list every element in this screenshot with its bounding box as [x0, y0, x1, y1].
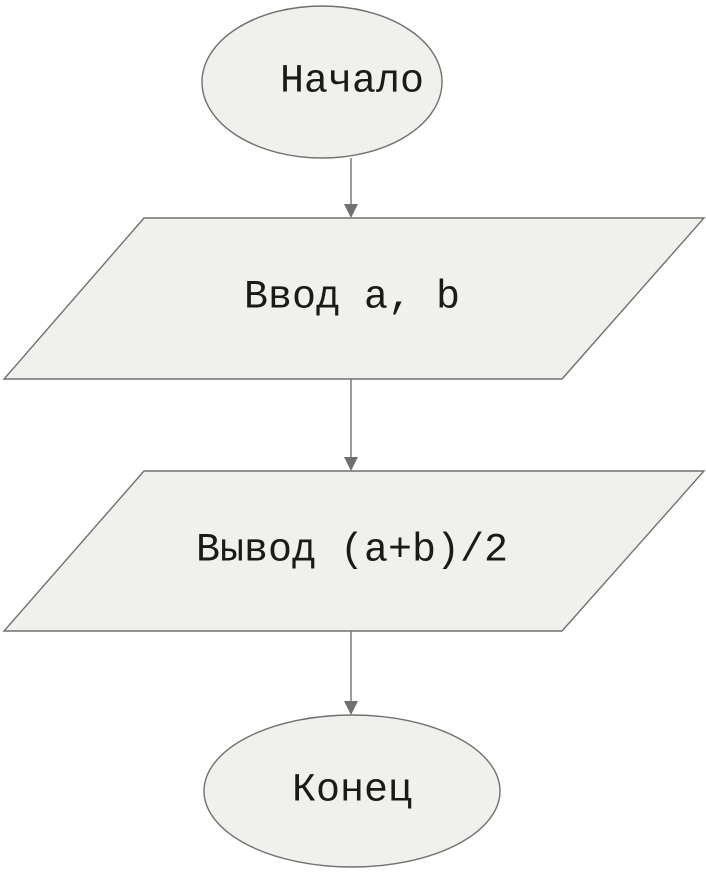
start-terminal [201, 5, 443, 159]
output-block [2, 470, 706, 632]
arrowhead-start-to-input [344, 204, 358, 218]
start-label: Начало [280, 60, 424, 105]
end-label: Конец [292, 769, 412, 814]
input-block [2, 217, 706, 380]
arrowhead-output-to-end [344, 701, 358, 715]
end-terminal [203, 714, 501, 868]
output-label: Вывод (a+b)/2 [196, 529, 508, 574]
arrowhead-input-to-output [344, 457, 358, 471]
input-label: Ввод a, b [244, 276, 460, 321]
